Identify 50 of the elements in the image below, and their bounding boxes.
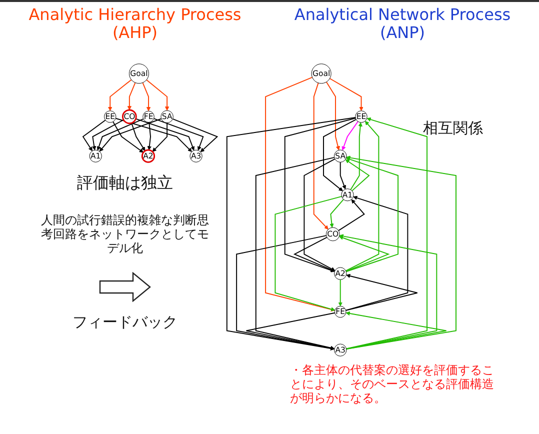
arrow <box>112 121 144 153</box>
arrow <box>329 78 364 112</box>
arrow <box>92 119 124 150</box>
annotation-text: フィードバック <box>72 314 178 332</box>
arrow <box>350 122 362 190</box>
note-text: 人間の試行錯誤的複雑な判断思考回路をネットワークとしてモデル化 <box>40 214 210 256</box>
arrow <box>346 311 447 350</box>
arrow <box>330 198 344 228</box>
arrow <box>345 120 380 272</box>
arrow <box>108 79 132 112</box>
arrow <box>153 118 204 151</box>
arrow <box>326 81 340 150</box>
arrow <box>246 312 336 350</box>
arrow <box>338 279 342 306</box>
arrow <box>274 196 342 312</box>
arrow <box>135 118 195 151</box>
arrow <box>142 82 151 112</box>
heading: Analytic Hierarchy Process (AHP) <box>28 6 242 43</box>
arrow <box>284 118 356 272</box>
arrow <box>342 121 358 150</box>
arrow <box>172 118 218 152</box>
heading: Analytical Network Process (ANP) <box>293 6 512 43</box>
annotation-text: 相互関係 <box>422 120 484 138</box>
arrow <box>339 234 438 350</box>
arrow <box>96 118 144 151</box>
arrow <box>304 158 336 271</box>
arrow <box>346 156 456 350</box>
arrow <box>147 122 152 150</box>
arrow <box>346 117 428 350</box>
arrow <box>115 118 192 152</box>
arrow <box>345 196 408 311</box>
arrow <box>82 120 106 152</box>
arrow <box>345 159 370 192</box>
arrow <box>323 118 357 192</box>
arrow <box>313 82 328 230</box>
arrow <box>255 156 335 350</box>
arrow <box>146 79 170 111</box>
arrow <box>131 122 146 152</box>
arrow <box>152 122 168 152</box>
arrow <box>338 199 365 232</box>
arrow <box>339 236 390 272</box>
note-text: ・各主体の代替案の選好を評価することにより、そのベースとなる評価構造が明らかになる。 <box>290 364 495 406</box>
arrow <box>340 162 346 190</box>
arrow <box>236 235 335 350</box>
arrow <box>127 82 136 110</box>
arrow <box>346 157 398 272</box>
arrow <box>99 118 162 152</box>
arrow <box>265 76 336 312</box>
arrow <box>345 274 418 311</box>
caption-text: 評価軸は独立 <box>76 174 174 192</box>
